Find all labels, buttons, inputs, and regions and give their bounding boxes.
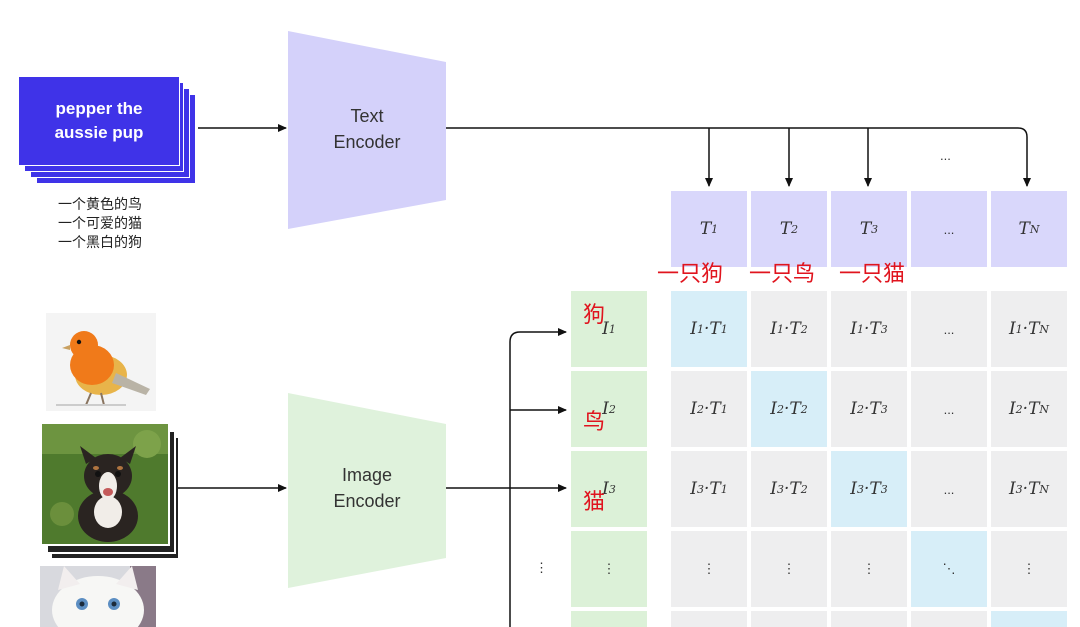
matrix-cell-2-ellipsis: ... [911,371,987,447]
matrix-cell-4-1: ⋮ [671,531,747,607]
image-token-vdots: ⋮ [571,531,647,607]
matrix-cell-4-diag: ⋱ [911,531,987,607]
red-label-dog: 一只狗 [657,262,724,287]
matrix-cell-5-2 [751,611,827,627]
chinese-captions: 一个黄色的鸟 一个可爱的猫 一个黑白的狗 [58,196,142,253]
matrix-cell-3-ellipsis: ... [911,451,987,527]
text-card-caption: pepper the aussie pup [54,99,144,142]
caption-line: 一个可爱的猫 [58,216,142,232]
red-row-bird: 鸟 [583,410,606,435]
top-ellipsis: ... [940,148,951,163]
dog-image [40,422,170,546]
text-token-ellipsis: ... [911,191,987,267]
red-row-dog: 狗 [583,303,606,328]
bird-image [46,313,156,411]
matrix-cell-1-ellipsis: ... [911,291,987,367]
image-token-next [571,611,647,627]
matrix-cell-5-4 [911,611,987,627]
matrix-cell-5-3 [831,611,907,627]
red-label-bird: 一只鸟 [749,262,816,287]
image-encoder-shape [288,393,446,588]
red-label-cat: 一只猫 [839,262,906,287]
matrix-cell-5-1 [671,611,747,627]
text-encoder-label: Text Encoder [333,106,401,152]
matrix-cell-4-3: ⋮ [831,531,907,607]
image-embedding-bus [509,328,567,627]
caption-line: 一个黄色的鸟 [58,197,142,213]
matrix-cell-5-n [991,611,1067,627]
text-card-front: pepper the aussie pup [18,76,180,166]
cat-image [40,566,156,627]
matrix-cell-4-2: ⋮ [751,531,827,607]
matrix-cell-4-n: ⋮ [991,531,1067,607]
red-row-cat: 猫 [583,490,606,515]
left-vdots: ⋮ [535,560,548,575]
text-encoder-shape [288,31,446,229]
text-embedding-bus [446,127,1031,187]
image-encoder-label: Image Encoder [333,465,401,511]
caption-line: 一个黑白的狗 [58,235,142,251]
